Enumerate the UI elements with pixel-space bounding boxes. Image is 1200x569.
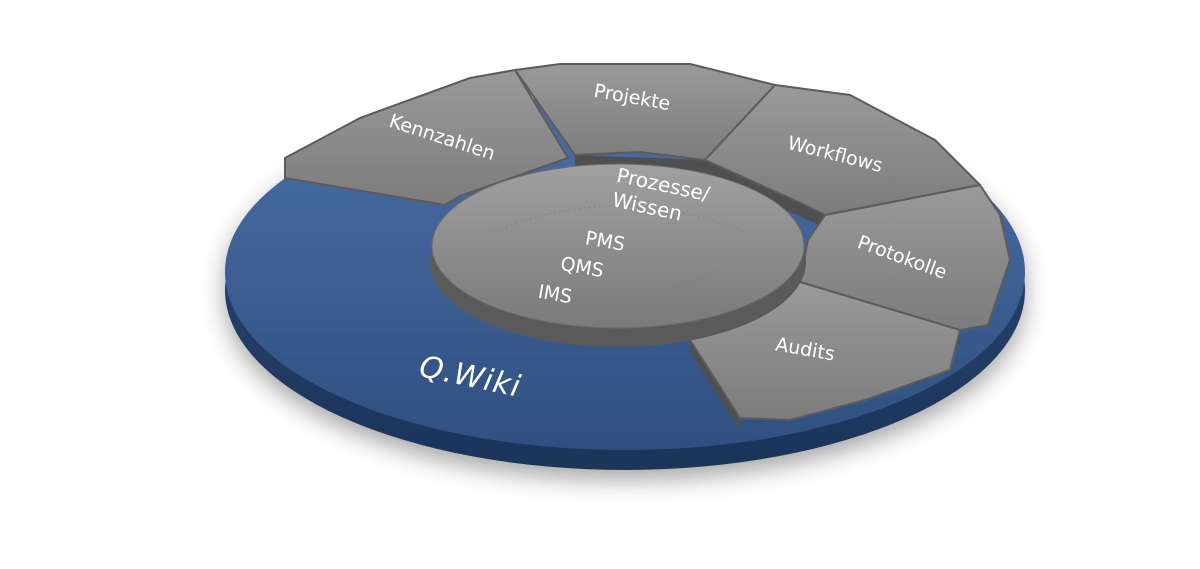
segment-kennzahlen-face — [284, 69, 569, 206]
segments — [284, 63, 1011, 430]
segment-kennzahlen[interactable] — [284, 69, 569, 206]
hub[interactable] — [430, 163, 806, 347]
segment-workflows-side — [705, 160, 825, 228]
segment-audits-side — [690, 340, 740, 430]
